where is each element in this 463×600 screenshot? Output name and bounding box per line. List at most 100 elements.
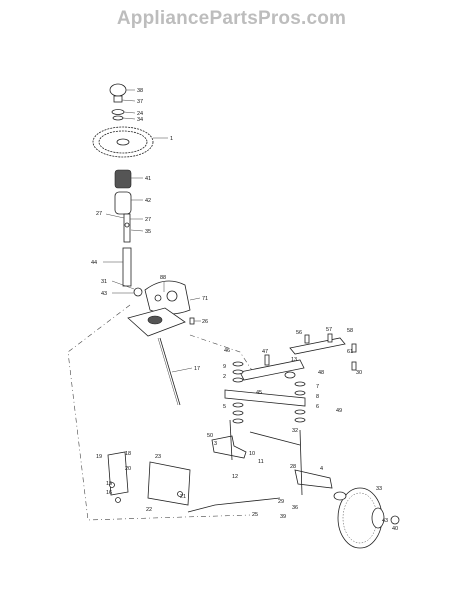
- front-axle: [224, 389, 306, 407]
- callout-11: 11: [258, 459, 264, 465]
- washer-stack-left-1: [232, 361, 244, 367]
- steering-shaft-upper: [123, 213, 131, 243]
- axle-support-bar: [289, 337, 346, 355]
- callout-25: 25: [252, 512, 258, 518]
- callout-46: 46: [224, 348, 230, 354]
- leader-24: [123, 111, 136, 114]
- callout-10: 10: [249, 451, 255, 457]
- callout-40: 40: [392, 526, 398, 532]
- steering-bushing: [114, 191, 132, 215]
- callout-7: 7: [316, 384, 319, 390]
- steering-wheel-cap: [109, 83, 127, 97]
- hub-cap: [390, 515, 400, 525]
- callout-33: 33: [376, 486, 382, 492]
- steering-wheel-rim-inner: [98, 130, 148, 154]
- callout-42: 42: [145, 198, 151, 204]
- bolt-upper-right-2: [327, 333, 333, 343]
- callout-19: 19: [96, 454, 102, 460]
- callout-16: 16: [106, 490, 112, 496]
- callout-45: 45: [256, 390, 262, 396]
- right-spindle-shaft: [299, 429, 303, 496]
- bracket-bolt-3: [177, 491, 183, 497]
- steering-rod-edge: [157, 337, 179, 406]
- cap-washer: [111, 109, 125, 115]
- washer-stack-left-3: [232, 377, 244, 383]
- callout-57: 57: [326, 327, 332, 333]
- callout-17: 17: [194, 366, 200, 372]
- callout-31: 31: [101, 279, 107, 285]
- callout-23: 23: [155, 454, 161, 460]
- callout-12: 12: [232, 474, 238, 480]
- callout-56: 56: [296, 330, 302, 336]
- washer-stack-right-2: [294, 390, 306, 396]
- callout-38: 38: [137, 88, 143, 94]
- pinion-gear: [133, 287, 143, 297]
- callout-5: 5: [223, 404, 226, 410]
- washer-stack-right-1: [294, 381, 306, 387]
- callout-49: 49: [336, 408, 342, 414]
- steering-wheel-hub: [116, 138, 130, 146]
- sector-gear-hub: [166, 290, 178, 302]
- steering-wheel-rim: [92, 126, 154, 158]
- cap-washer-lower: [112, 115, 124, 121]
- washer-stack-left-4: [232, 402, 244, 408]
- callout-30: 30: [356, 370, 362, 376]
- callout-22: 22: [146, 507, 152, 513]
- callout-13: 13: [291, 357, 297, 363]
- tie-rod: [187, 497, 281, 513]
- leader-71: [189, 297, 201, 301]
- callout-36: 36: [292, 505, 298, 511]
- leader-34: [122, 117, 136, 120]
- reference-line-right: [189, 334, 256, 376]
- callout-4: 4: [320, 466, 323, 472]
- steering-shaft-lower: [122, 247, 132, 287]
- callout-27a: 27: [96, 211, 102, 217]
- callout-43a: 43: [101, 291, 107, 297]
- leader-31: [111, 280, 135, 290]
- leader-27a: [105, 213, 125, 219]
- callout-15: 15: [106, 481, 112, 487]
- steering-rod: [159, 337, 181, 406]
- callout-48: 48: [318, 370, 324, 376]
- right-spindle: [294, 469, 333, 489]
- callout-21: 21: [180, 494, 186, 500]
- callout-3: 3: [214, 441, 217, 447]
- wheel-bearing: [333, 491, 347, 501]
- pivot-bolt: [264, 354, 270, 366]
- callout-6: 6: [316, 404, 319, 410]
- callout-28: 28: [290, 464, 296, 470]
- callout-50: 50: [207, 433, 213, 439]
- bracket-bolt-1: [109, 482, 115, 488]
- bracket-bolt-2: [115, 497, 121, 503]
- callout-37: 37: [137, 99, 143, 105]
- callout-1: 1: [170, 136, 173, 142]
- callout-29: 29: [278, 499, 284, 505]
- callout-88: 88: [160, 275, 166, 281]
- pivot-bushing: [284, 371, 296, 379]
- callout-43b: 43: [382, 518, 388, 524]
- bolt-upper-right-1: [304, 334, 310, 344]
- steering-bracket-left: [107, 451, 129, 496]
- callout-26: 26: [202, 319, 208, 325]
- left-spindle-shaft: [229, 419, 233, 461]
- leader-17: [171, 367, 193, 373]
- leader-35: [130, 229, 144, 232]
- callout-18: 18: [125, 451, 131, 457]
- callout-58: 58: [347, 328, 353, 334]
- callout-35: 35: [145, 229, 151, 235]
- shaft-pin: [124, 222, 130, 228]
- washer-stack-right-3: [294, 409, 306, 415]
- callout-32: 32: [292, 428, 298, 434]
- callout-9: 9: [223, 364, 226, 370]
- drag-link: [249, 431, 301, 446]
- plate-bolt: [189, 317, 195, 325]
- callout-39: 39: [280, 514, 286, 520]
- washer-stack-left-6: [232, 418, 244, 424]
- plate-bearing: [147, 315, 163, 325]
- callout-2: 2: [223, 374, 226, 380]
- callout-44: 44: [91, 260, 97, 266]
- washer-stack-left-2: [232, 369, 244, 375]
- callout-41: 41: [145, 176, 151, 182]
- washer-stack-left-5: [232, 410, 244, 416]
